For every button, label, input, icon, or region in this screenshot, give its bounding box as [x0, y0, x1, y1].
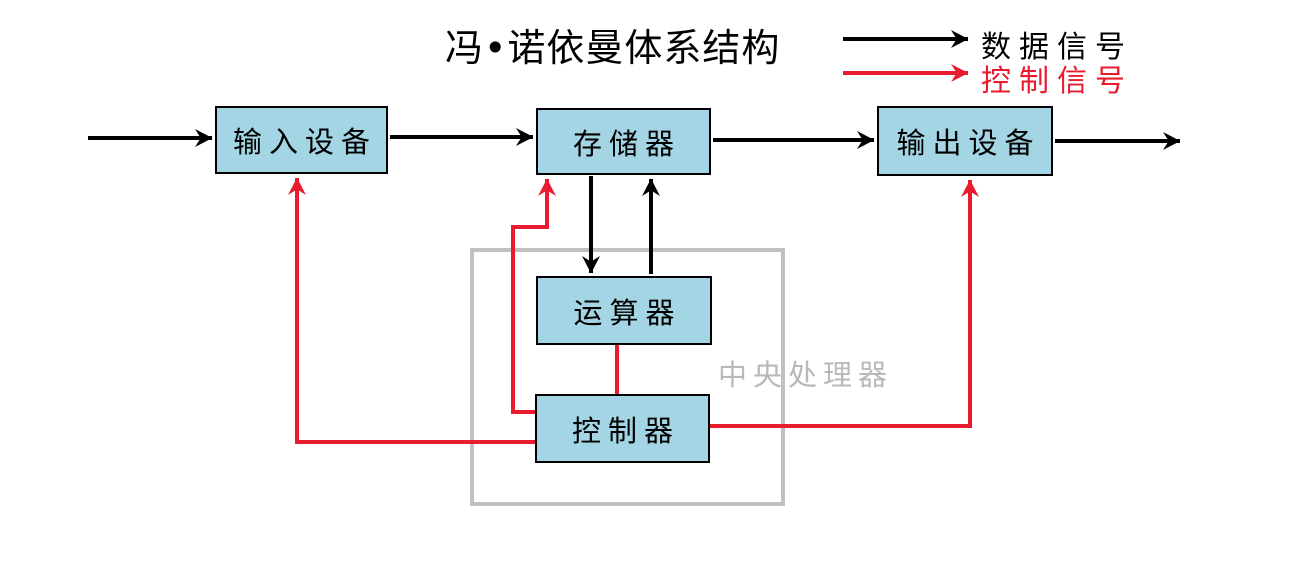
node-input-device-label: 输入设备 [232, 125, 377, 159]
node-alu-label: 运算器 [573, 295, 682, 330]
node-input-device: 输入设备 [215, 106, 388, 174]
page-title: 冯•诺依曼体系结构 [445, 26, 781, 70]
legend-data-signal-label: 数据信号 [981, 30, 1133, 65]
edge-control-to-memory [511, 178, 556, 414]
node-control-unit: 控制器 [535, 394, 710, 463]
node-output-device: 输出设备 [877, 106, 1053, 176]
node-alu: 运算器 [536, 276, 712, 345]
edge-control-to-output [710, 179, 979, 428]
node-memory-label: 存储器 [572, 126, 681, 161]
edge-control-to-input [288, 177, 535, 444]
node-output-device-label: 输出设备 [896, 126, 1041, 160]
node-memory: 存储器 [536, 108, 711, 175]
cpu-label: 中央处理器 [718, 358, 894, 392]
cpu-boundary [470, 248, 785, 506]
legend-control-signal-label: 控制信号 [981, 64, 1133, 99]
node-control-unit-label: 控制器 [571, 413, 680, 448]
